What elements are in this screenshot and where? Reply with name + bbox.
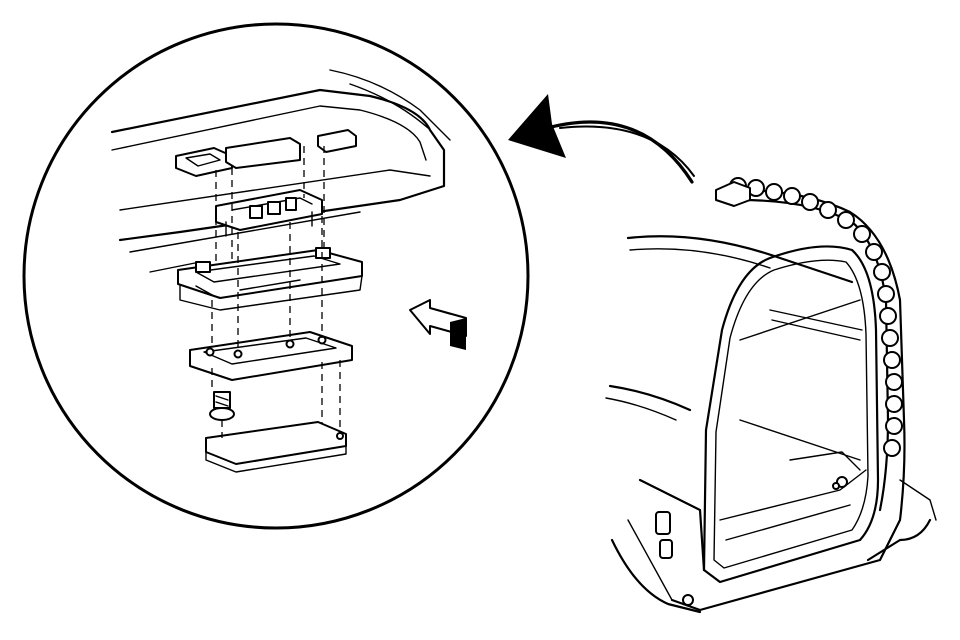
retaining-screw bbox=[209, 391, 235, 421]
curved-arrow-icon bbox=[508, 94, 695, 184]
lamp-lens bbox=[205, 421, 347, 473]
roof-lamp-location bbox=[715, 181, 751, 207]
lamp-housing bbox=[177, 247, 363, 311]
vehicle-door-frame bbox=[605, 177, 937, 614]
detail-circle bbox=[22, 22, 530, 530]
lens-retainer bbox=[189, 331, 353, 381]
weatherstrip bbox=[729, 177, 903, 457]
direction-arrow-icon bbox=[409, 299, 467, 350]
detail-view bbox=[110, 69, 467, 473]
assembly-guides bbox=[211, 146, 341, 438]
roof-bezel-opening bbox=[110, 69, 451, 273]
